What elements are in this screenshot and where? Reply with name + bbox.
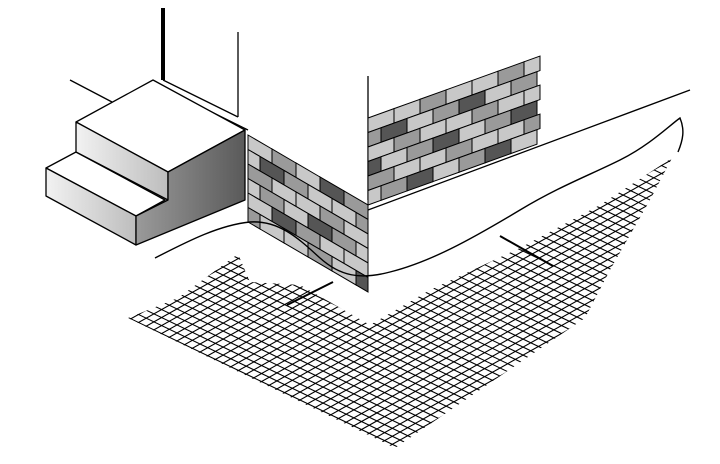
anchor-bars bbox=[286, 235, 554, 306]
mesh-wire bbox=[128, 425, 176, 448]
mesh-wire bbox=[128, 441, 142, 448]
mesh-wire bbox=[596, 110, 680, 150]
mesh-wire bbox=[120, 450, 125, 452]
mesh-wire bbox=[128, 305, 426, 448]
mesh-wire bbox=[128, 281, 476, 448]
mesh-wire bbox=[128, 401, 226, 448]
mesh-wire bbox=[128, 433, 159, 448]
mesh-wire bbox=[128, 321, 392, 448]
mesh-wire bbox=[629, 110, 680, 134]
brick bbox=[523, 113, 541, 136]
mesh-wire bbox=[664, 442, 672, 448]
mesh-wire bbox=[128, 361, 309, 448]
mesh-wire bbox=[128, 377, 276, 448]
mesh-wire bbox=[606, 410, 672, 448]
mesh-wire bbox=[464, 330, 672, 448]
mesh-wire bbox=[128, 265, 509, 448]
mesh-wire bbox=[521, 362, 672, 448]
mesh-wire bbox=[545, 158, 672, 175]
mesh-wire bbox=[564, 386, 672, 448]
mesh-wire bbox=[635, 426, 672, 448]
mesh-wire bbox=[621, 418, 672, 448]
ground-lines bbox=[69, 79, 691, 211]
mesh-wire bbox=[578, 394, 672, 448]
brick bbox=[523, 84, 541, 107]
brick bbox=[523, 55, 541, 78]
mesh-wire bbox=[535, 370, 672, 448]
mesh-wire bbox=[128, 345, 342, 448]
mesh-wire bbox=[592, 402, 672, 448]
mesh-wire bbox=[449, 322, 672, 448]
mesh-wire bbox=[128, 297, 442, 448]
mesh-wire bbox=[128, 385, 259, 448]
mesh-wire bbox=[528, 158, 672, 183]
mesh-wire bbox=[646, 110, 680, 126]
mesh-wire bbox=[128, 353, 326, 448]
brick bbox=[510, 128, 538, 155]
mesh-wire bbox=[492, 346, 672, 448]
mesh-wire bbox=[128, 393, 242, 448]
mesh-wire bbox=[506, 354, 672, 448]
mesh-wire bbox=[128, 313, 409, 448]
brick-foundation-wall bbox=[247, 55, 541, 293]
mesh-wire bbox=[495, 158, 672, 199]
mesh-wire bbox=[512, 158, 672, 191]
mesh-wire bbox=[378, 282, 672, 448]
mesh-wire bbox=[128, 193, 659, 448]
mesh-wire bbox=[249, 210, 672, 448]
mesh-wire bbox=[128, 409, 209, 448]
mesh-wire bbox=[128, 417, 192, 448]
mesh-wire bbox=[562, 158, 672, 167]
mesh-wire bbox=[335, 258, 672, 448]
entry-steps bbox=[45, 79, 246, 246]
mesh-wire bbox=[128, 273, 492, 448]
mesh-wire bbox=[264, 218, 672, 448]
mesh-wire bbox=[578, 158, 672, 159]
mesh-wire bbox=[321, 250, 672, 448]
mesh-wire bbox=[549, 378, 672, 448]
mesh-wire bbox=[663, 110, 681, 118]
excavation-outline bbox=[154, 116, 684, 277]
mesh-wire bbox=[649, 434, 672, 448]
mesh-wire bbox=[679, 451, 680, 452]
step-side bbox=[135, 129, 246, 246]
mesh-wire bbox=[128, 369, 292, 448]
